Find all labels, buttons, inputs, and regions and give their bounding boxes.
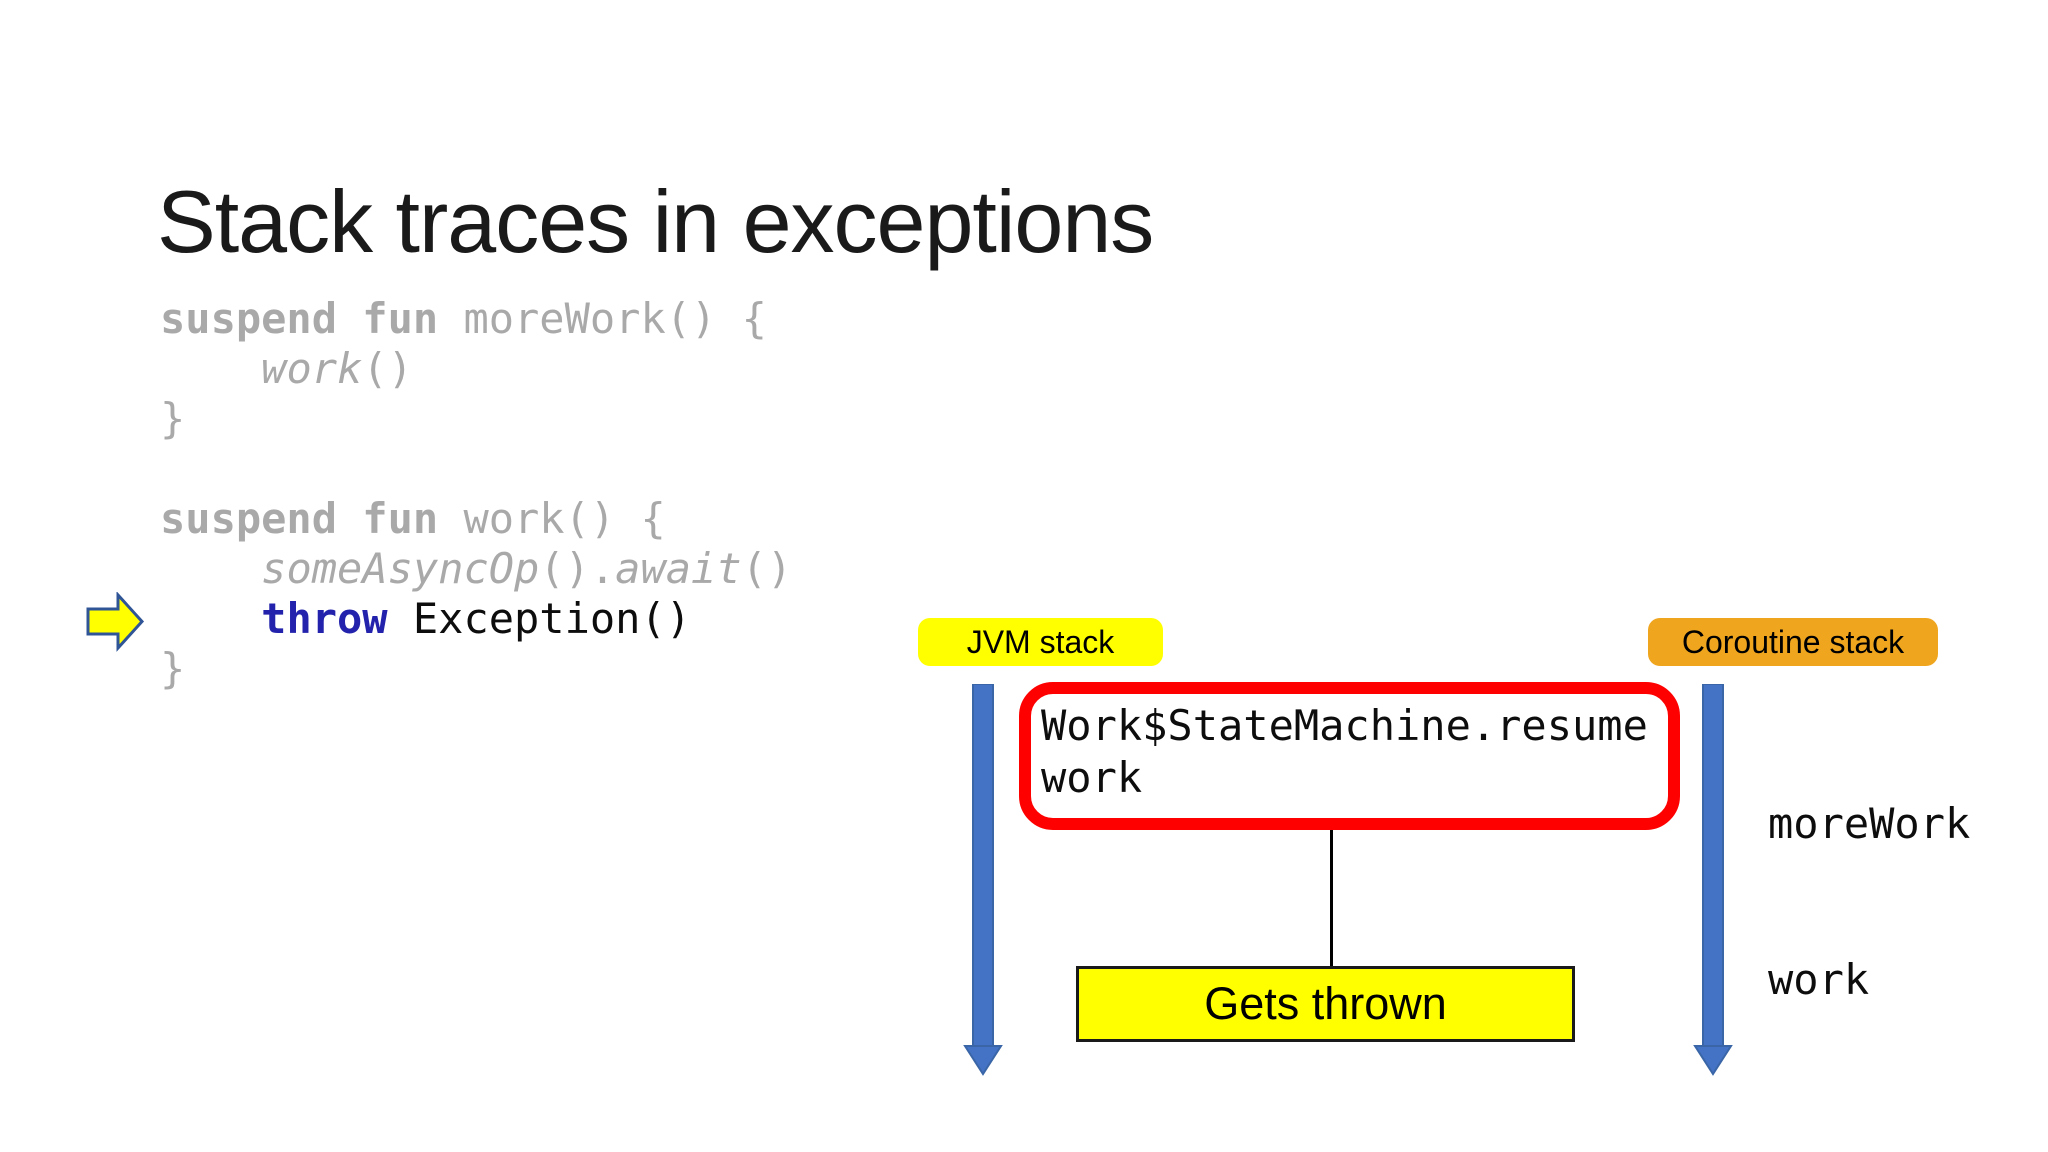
code-token: Exception()	[387, 594, 692, 643]
code-token: ()	[362, 344, 413, 393]
code-token: }	[160, 644, 186, 693]
code-token: ()	[741, 544, 793, 593]
code-token: suspend fun	[160, 494, 439, 543]
code-line: }	[160, 394, 792, 444]
code-line: work()	[160, 344, 792, 394]
code-token	[160, 544, 261, 593]
code-token: ().	[539, 544, 616, 593]
code-line: suspend fun moreWork() {	[160, 294, 792, 344]
code-line: suspend fun work() {	[160, 494, 792, 544]
code-token: work() {	[438, 494, 666, 543]
code-block: suspend fun moreWork() { work()} suspend…	[160, 294, 792, 694]
connector-line	[1330, 830, 1333, 966]
coroutine-stack-label: Coroutine stack	[1648, 618, 1938, 666]
code-token: work	[261, 344, 363, 393]
state-machine-frame-work: work	[1041, 753, 1143, 802]
state-machine-frame-resume: Work$StateMachine.resume	[1041, 701, 1648, 750]
coroutine-frame-work: work	[1768, 955, 1870, 1004]
highlight-arrow-icon	[86, 592, 145, 652]
page-title: Stack traces in exceptions	[157, 171, 1154, 271]
code-token: }	[160, 394, 186, 443]
code-line: throw Exception()	[160, 594, 792, 644]
coroutine-frame-morework: moreWork	[1768, 799, 1971, 848]
code-token	[160, 344, 261, 393]
state-machine-box: Work$StateMachine.resume work	[1019, 682, 1680, 830]
jvm-stack-label: JVM stack	[918, 618, 1163, 666]
coroutine-frames: moreWork work	[1768, 694, 1970, 1110]
code-line: }	[160, 644, 792, 694]
coroutine-stack-arrow-down-icon	[1693, 684, 1733, 1076]
jvm-stack-arrow-down-icon	[963, 684, 1003, 1076]
code-token: moreWork() {	[438, 294, 767, 343]
code-token: someAsyncOp	[261, 544, 540, 593]
code-line	[160, 444, 792, 494]
code-line: someAsyncOp().await()	[160, 544, 792, 594]
gets-thrown-box: Gets thrown	[1076, 966, 1575, 1042]
code-token: throw	[261, 594, 388, 643]
code-token: suspend fun	[160, 294, 439, 343]
code-token	[160, 594, 261, 643]
code-token: await	[615, 544, 742, 593]
